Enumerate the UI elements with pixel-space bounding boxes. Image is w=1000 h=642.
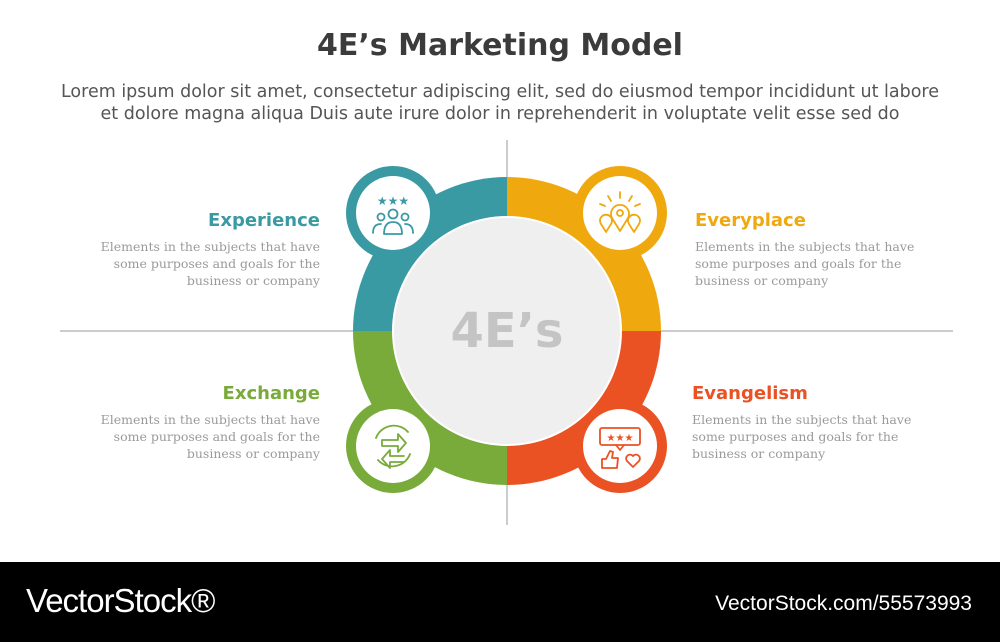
everyplace-desc-line: some purposes and goals for the (695, 256, 902, 271)
exchange-desc-line: Elements in the subjects that have (100, 412, 320, 427)
evangelism-desc-line: some purposes and goals for the (692, 429, 899, 444)
exchange-arrows-icon (375, 424, 411, 469)
experience-desc-line: Elements in the subjects that have (100, 239, 320, 254)
watermark-brand: VectorStock® (26, 582, 215, 619)
people-rating-icon: ★★★ (372, 194, 414, 235)
evangelism-title: Evangelism (692, 383, 808, 404)
center-label: 4E’s (451, 303, 564, 359)
exchange-title: Exchange (222, 383, 320, 404)
exchange-desc-line: business or company (186, 446, 320, 461)
experience-desc-line: some purposes and goals for the (113, 256, 320, 271)
exchange-desc-line: some purposes and goals for the (113, 429, 320, 444)
evangelism-description: Elements in the subjects that have some … (692, 411, 932, 462)
everyplace-title: Everyplace (695, 210, 806, 231)
subtitle-line-2: et dolore magna aliqua Duis aute irure d… (100, 104, 900, 124)
subtitle-line-1: Lorem ipsum dolor sit amet, consectetur … (60, 82, 940, 102)
everyplace-desc-line: Elements in the subjects that have (695, 239, 915, 254)
center-circle (394, 218, 620, 444)
experience-title: Experience (208, 210, 320, 231)
experience-desc-line: business or company (186, 273, 320, 288)
watermark-url: VectorStock.com/55573993 (715, 592, 972, 615)
evangelism-desc-line: Elements in the subjects that have (692, 412, 912, 427)
watermark-bar: VectorStock® VectorStock.com/55573993 (0, 562, 1000, 642)
location-pins-icon (599, 191, 641, 233)
everyplace-description: Elements in the subjects that have some … (695, 238, 935, 289)
review-like-icon: ★★★ (599, 427, 641, 469)
exchange-description: Elements in the subjects that have some … (80, 411, 320, 462)
four-e-diagram: 4E’s ★★★ ★★★ (60, 140, 953, 525)
page-title: 4E’s Marketing Model (317, 28, 683, 63)
everyplace-desc-line: business or company (695, 273, 829, 288)
svg-text:★★★: ★★★ (607, 433, 634, 444)
evangelism-desc-line: business or company (692, 446, 826, 461)
svg-text:★★★: ★★★ (377, 194, 409, 208)
experience-description: Elements in the subjects that have some … (80, 238, 320, 289)
